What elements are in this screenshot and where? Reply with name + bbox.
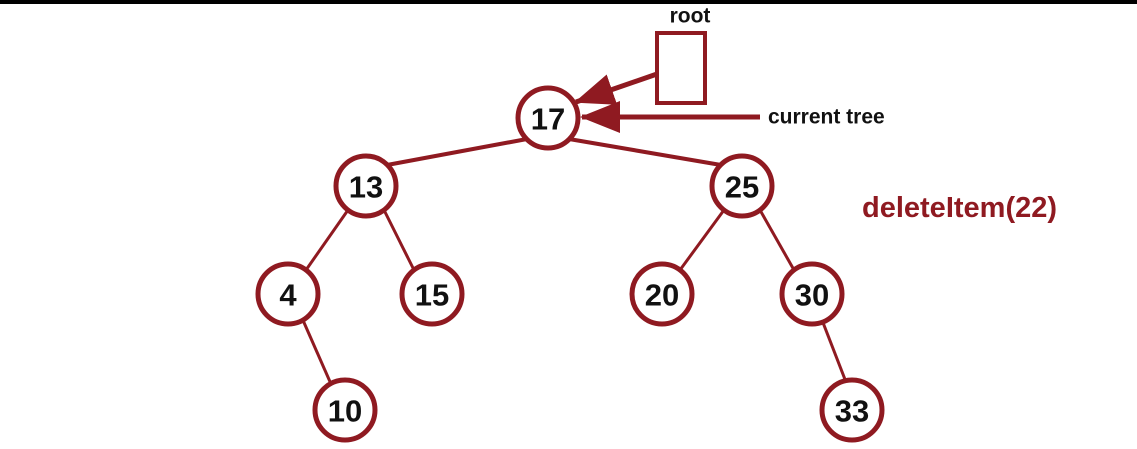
tree-edges: [300, 137, 848, 385]
root-pointer: root: [574, 5, 711, 105]
node-value: 30: [795, 278, 829, 313]
node-circle: [333, 153, 399, 219]
edge-13-4: [304, 209, 350, 271]
node-value: 33: [835, 394, 869, 429]
node-value: 25: [725, 170, 759, 205]
edge-25-20: [678, 209, 726, 271]
edge-17-25: [568, 137, 722, 167]
edge-30-33: [820, 319, 848, 383]
edge-25-30: [758, 209, 796, 271]
node-value: 20: [645, 278, 679, 313]
node-circle: [629, 261, 695, 327]
node-value: 15: [415, 278, 449, 313]
node-circle: [515, 85, 581, 151]
node-circle: [255, 261, 321, 327]
root-pointer-arrow: [574, 71, 658, 105]
top-black-bar: [0, 0, 1137, 4]
tree-node-20: 20: [629, 261, 695, 327]
tree-nodes: 17 13 25 4 15 20: [255, 85, 885, 443]
root-box: [655, 31, 707, 105]
node-circle: [312, 377, 378, 443]
tree-node-15: 15: [399, 261, 465, 327]
current-tree-annotation: current tree: [579, 101, 885, 134]
node-circle: [709, 153, 775, 219]
tree-node-10: 10: [312, 377, 378, 443]
root-label: root: [670, 5, 711, 28]
tree-node-13: 13: [333, 153, 399, 219]
tree-node-4: 4: [255, 261, 321, 327]
edge-17-13: [386, 137, 528, 167]
edge-13-15: [382, 209, 416, 271]
edge-4-10: [300, 317, 333, 385]
tree-node-33: 33: [819, 377, 885, 443]
node-circle: [779, 261, 845, 327]
current-tree-label: current tree: [768, 106, 885, 129]
operation-label: deleteItem(22): [862, 192, 1057, 224]
node-value: 13: [349, 170, 383, 205]
node-value: 10: [328, 394, 362, 429]
node-value: 17: [531, 102, 565, 137]
tree-node-30: 30: [779, 261, 845, 327]
tree-node-17: 17: [515, 85, 581, 151]
node-value: 4: [279, 278, 297, 313]
tree-node-25: 25: [709, 153, 775, 219]
node-circle: [819, 377, 885, 443]
node-circle: [399, 261, 465, 327]
